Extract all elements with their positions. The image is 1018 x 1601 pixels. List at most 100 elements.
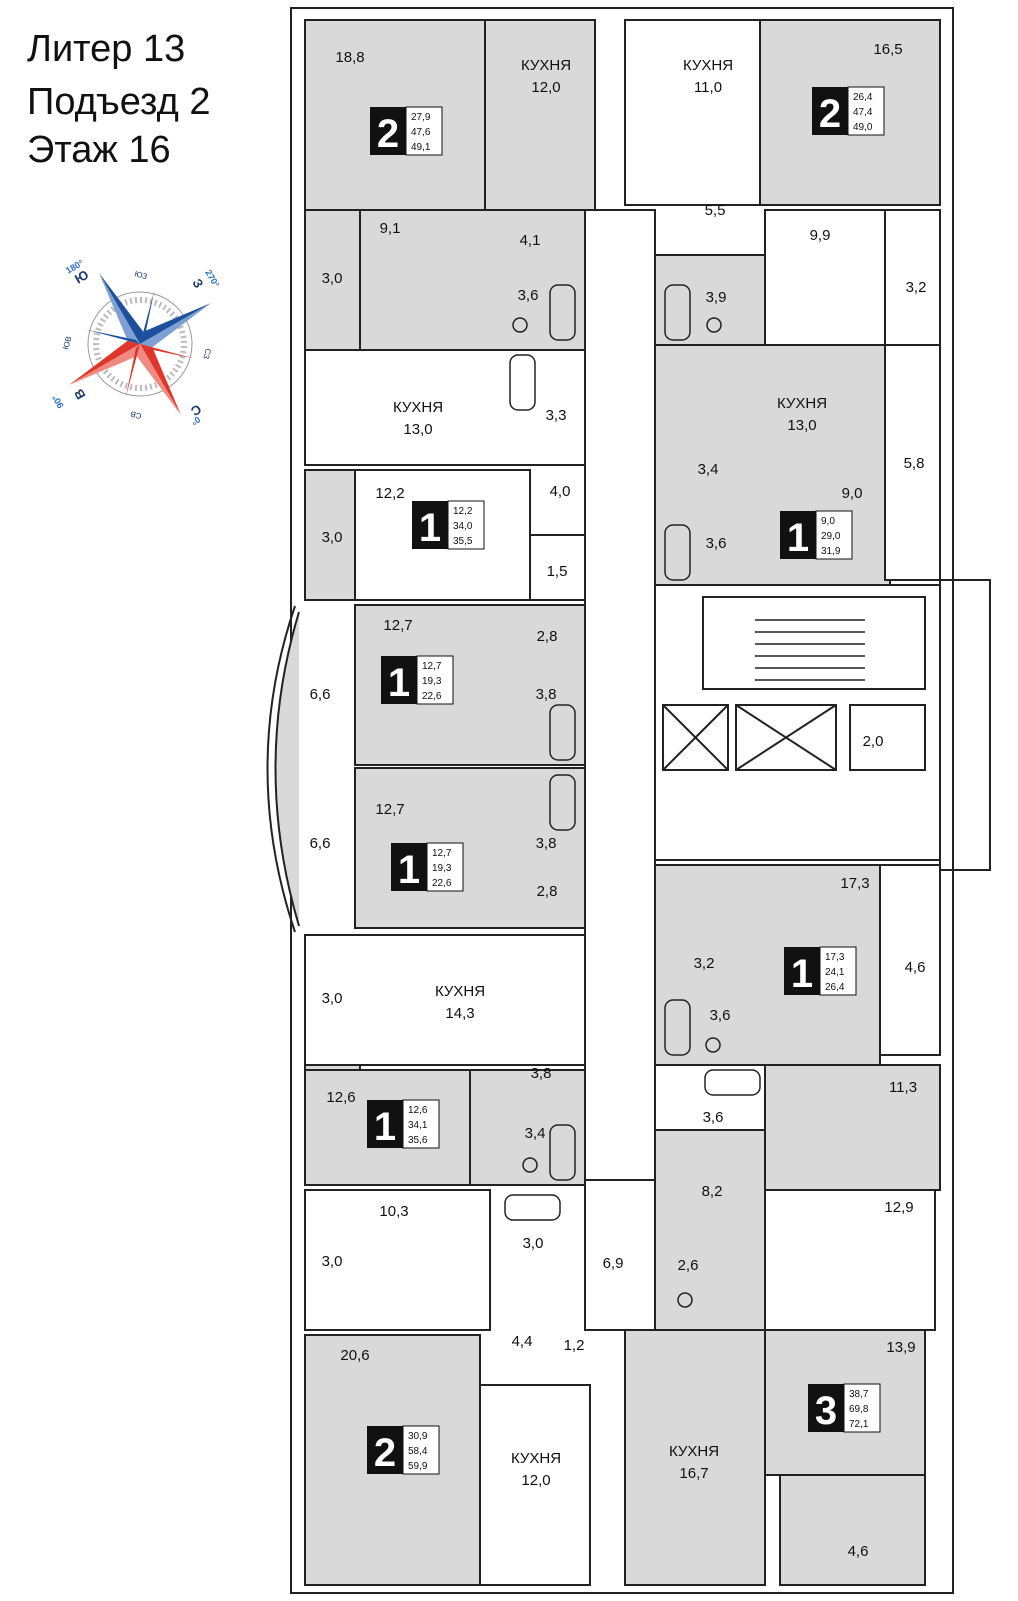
room-area: 2,8 [537,628,558,645]
kitchen-label: КУХНЯ [521,57,571,74]
side-annex [939,579,991,871]
room-area: 17,3 [840,875,869,892]
room-area: 3,8 [536,835,557,852]
room-a10-living [764,1064,941,1191]
bathtub-icon [704,1069,761,1096]
apartment-area-living: 12,7 [432,848,452,859]
toilet-icon [522,1157,538,1173]
room-area: 3,6 [710,1007,731,1024]
room-area: 3,4 [525,1125,546,1142]
apartment-rooms: 1 [374,1105,396,1149]
room-area: 4,6 [848,1543,869,1560]
floor-label: Этаж 16 [27,129,171,171]
room-a3-kitchen [304,349,586,466]
room-area: 4,4 [512,1333,533,1350]
apartment-area-full: 31,9 [821,546,841,557]
apartment-area-full: 49,1 [411,142,431,153]
compass-rose-icon: Ю 180° З 270° С 0° В 90° ЮЗ СЗ СВ ЮВ [50,258,221,428]
room-area: 12,9 [884,1199,913,1216]
room-a8-living [304,1069,496,1186]
apartment-rooms: 2 [374,1431,396,1475]
room-a8-hall [469,1069,586,1186]
apartment-area-total: 34,0 [453,521,473,532]
room-area: 3,6 [703,1109,724,1126]
bathtub-icon [664,999,691,1056]
compass-label-nw: СЗ [201,347,212,360]
room-area: 3,6 [706,535,727,552]
room-area: 2,6 [678,1257,699,1274]
apartment-area-full: 72,1 [849,1419,869,1430]
room-area: 12,2 [375,485,404,502]
elevator-2 [735,704,837,771]
room-area: 4,0 [550,483,571,500]
kitchen-area: 11,0 [694,79,722,96]
kitchen-area: 13,0 [787,417,816,434]
apartment-area-full: 22,6 [422,691,442,702]
apartment-area-living: 9,0 [821,516,835,527]
room-area: 12,7 [383,617,412,634]
room-area: 3,2 [694,955,715,972]
room-area: 3,2 [906,279,927,296]
room-area: 10,3 [379,1203,408,1220]
room-a10-balcony [779,1474,926,1586]
room-a6-living [304,934,586,1066]
stairs [702,596,926,690]
room-area: 8,2 [702,1183,723,1200]
room-a10-bedroom2 [764,1189,936,1331]
room-area: 2,8 [537,883,558,900]
room-area: 6,6 [310,686,331,703]
apartment-rooms: 1 [787,516,809,560]
bathtub-icon [549,774,576,831]
room-area: 2,0 [863,733,884,750]
compass-label-se: ЮВ [61,335,73,350]
room-area: 13,9 [886,1339,915,1356]
apartment-badge: 3 38,7 69,8 72,1 [808,1383,881,1433]
kitchen-label: КУХНЯ [669,1443,719,1460]
apartment-area-total: 19,3 [422,676,442,687]
apartment-area-living: 12,7 [422,661,442,672]
room-a10-kitchen [624,1329,766,1586]
kitchen-label: КУХНЯ [511,1450,561,1467]
apartment-rooms: 3 [815,1389,837,1433]
room-area: 1,5 [547,563,568,580]
room-area: 16,5 [873,41,902,58]
apartment-area-full: 35,5 [453,536,473,547]
apartment-area-full: 59,9 [408,1461,428,1472]
room-area: 3,0 [322,529,343,546]
apartment-area-total: 29,0 [821,531,841,542]
apartment-area-total: 34,1 [408,1120,428,1131]
bathtub-icon [549,704,576,761]
apartment-badge: 1 9,0 29,0 31,9 [780,510,853,560]
stair-treads [755,619,865,681]
room-a9-kitchen [479,1384,591,1586]
room-area: 5,5 [705,202,726,219]
apartment-badge: 1 17,3 24,1 26,4 [784,946,857,996]
room-a1-hall [359,209,586,351]
apartment-rooms: 2 [819,92,841,136]
room-area: 11,3 [889,1079,917,1096]
apartment-rooms: 2 [377,112,399,156]
bathtub-icon [549,284,576,341]
room-area: 3,9 [706,289,727,306]
apartment-area-living: 12,2 [453,506,473,517]
room-area: 12,7 [375,801,404,818]
room-area: 6,6 [310,835,331,852]
apartment-area-total: 58,4 [408,1446,428,1457]
room-area: 3,8 [536,686,557,703]
entrance-label: Подъезд 2 [27,81,211,123]
room-area: 20,6 [340,1347,369,1364]
room-area: 12,6 [326,1089,355,1106]
room-area: 3,0 [523,1235,544,1252]
apartment-area-total: 69,8 [849,1404,869,1415]
bathtub-icon [664,284,691,341]
kitchen-area: 16,7 [679,1465,708,1482]
toilet-icon [706,317,722,333]
apartment-area-full: 22,6 [432,878,452,889]
elevator-1 [662,704,729,771]
apartment-rooms: 1 [398,848,420,892]
kitchen-label: КУХНЯ [393,399,443,416]
room-area: 9,0 [842,485,863,502]
apartment-rooms: 1 [388,661,410,705]
apartment-badge: 2 26,4 47,4 49,0 [812,86,885,136]
